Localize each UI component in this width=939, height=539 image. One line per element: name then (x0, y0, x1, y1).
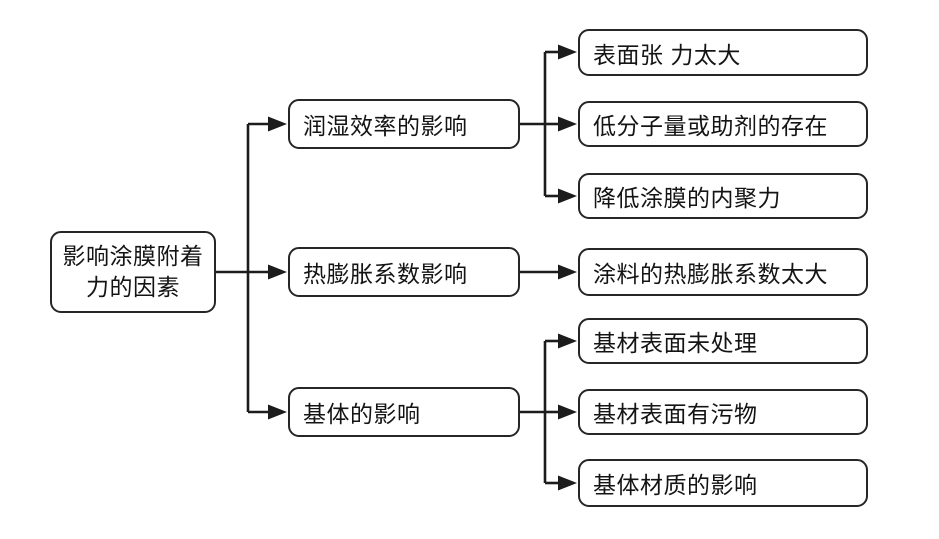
arrow-branch-1-to-leaf (520, 264, 577, 280)
arrow-branch-0-to-leaves (520, 44, 577, 204)
arrow-root-to-branches (216, 116, 287, 420)
leaf-node-label: 表面张 力太大 (593, 41, 741, 68)
branch-node-label: 润湿效率的影响 (303, 113, 468, 139)
branch-node-label: 基体的影响 (303, 401, 421, 427)
leaf-node-surface-tension: 表面张 力太大 (578, 29, 868, 76)
leaf-node-contaminated-surface: 基材表面有污物 (578, 389, 868, 435)
branch-node-substrate: 基体的影响 (288, 387, 520, 437)
leaf-node-label: 基材表面未处理 (593, 330, 758, 356)
root-node: 影响涂膜附着力的因素 (50, 231, 216, 313)
leaf-node-label: 涂料的热膨胀系数太大 (593, 261, 828, 287)
leaf-node-label: 降低涂膜的内聚力 (593, 185, 781, 211)
branch-node-label: 热膨胀系数影响 (303, 261, 468, 287)
leaf-node-low-molecular-weight: 低分子量或助剂的存在 (578, 101, 868, 147)
leaf-node-cohesion: 降低涂膜的内聚力 (578, 173, 868, 219)
leaf-node-coating-expansion: 涂料的热膨胀系数太大 (578, 248, 868, 296)
root-node-label: 影响涂膜附着力的因素 (62, 242, 204, 300)
leaf-node-label: 基材表面有污物 (593, 401, 758, 427)
leaf-node-label: 低分子量或助剂的存在 (593, 113, 828, 139)
branch-node-thermal-expansion: 热膨胀系数影响 (288, 247, 520, 297)
arrow-branch-2-to-leaves (520, 333, 577, 491)
leaf-node-substrate-material: 基体材质的影响 (578, 459, 868, 507)
branch-node-wetting: 润湿效率的影响 (288, 99, 520, 149)
leaf-node-label: 基体材质的影响 (593, 472, 758, 498)
leaf-node-untreated-surface: 基材表面未处理 (578, 318, 868, 364)
